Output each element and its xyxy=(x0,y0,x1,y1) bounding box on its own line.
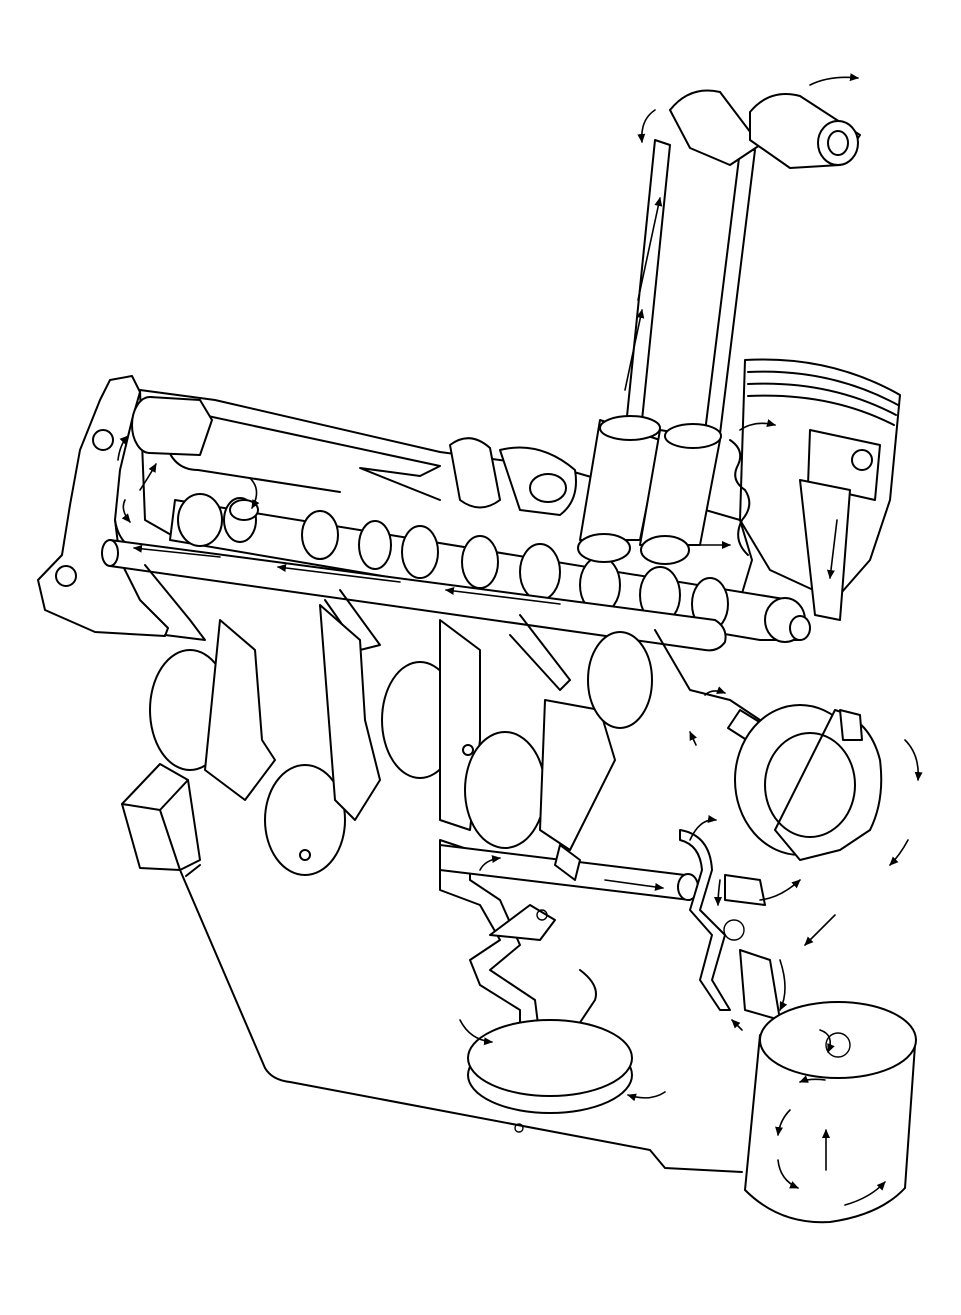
crankshaft xyxy=(149,604,653,876)
oil-pan xyxy=(179,864,743,1173)
oil-pump xyxy=(734,704,883,861)
valve-lifters xyxy=(577,415,722,565)
cam-bearing-cap xyxy=(449,437,577,516)
cutaway-edge xyxy=(729,439,751,556)
rocker-shaft xyxy=(131,396,213,456)
connecting-rod xyxy=(799,479,851,621)
oil-filter xyxy=(744,1001,917,1224)
piston xyxy=(739,358,901,621)
oil-return-pipe xyxy=(439,844,766,906)
main-oil-gallery xyxy=(101,539,727,652)
oil-flow-arrows xyxy=(117,73,923,1206)
filter-feed-passage xyxy=(679,829,781,1021)
timing-gear xyxy=(839,709,863,741)
oil-strainer xyxy=(467,1019,633,1114)
rocker-arms xyxy=(669,89,861,169)
camshaft-front-journal xyxy=(177,493,259,547)
mount-bracket xyxy=(121,763,201,871)
pushrods xyxy=(624,139,756,451)
